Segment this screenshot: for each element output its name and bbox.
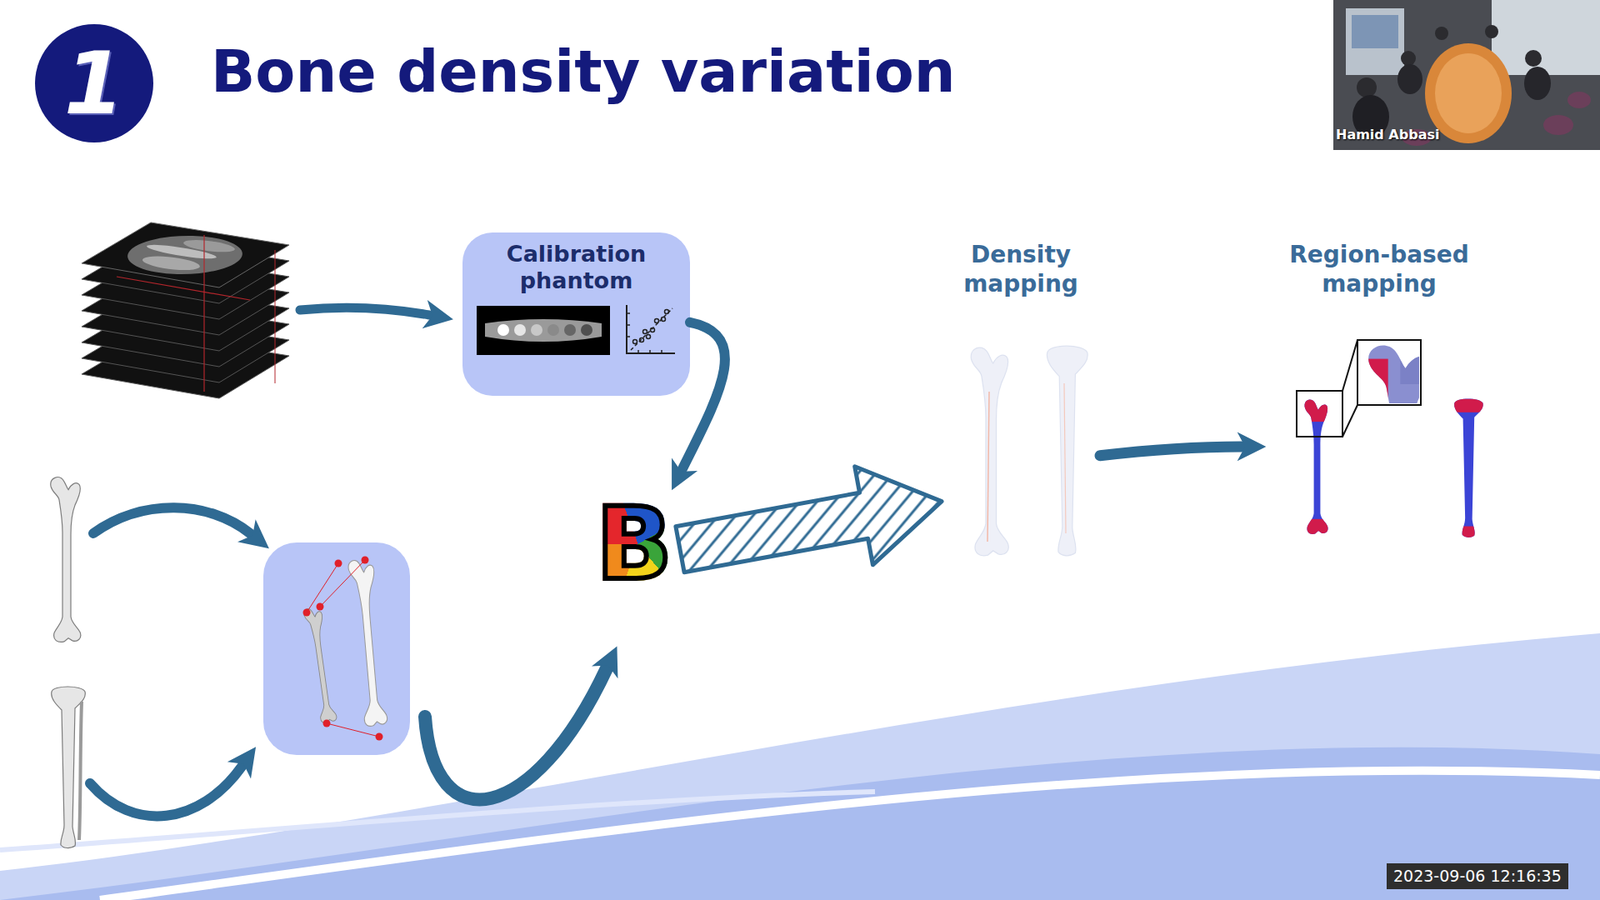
- step-badge: 1: [35, 24, 154, 143]
- timestamp: 2023-09-06 12:16:35: [1386, 863, 1569, 890]
- flow-arrow: [300, 307, 430, 315]
- flow-arrow: [93, 507, 250, 534]
- software-logo: B: [588, 487, 680, 601]
- flow-arrow: [425, 668, 607, 800]
- box-heading: Calibration phantom: [476, 240, 677, 295]
- calibration-box: Calibration phantom: [462, 232, 690, 396]
- result-panel: Density mapping: [941, 240, 1100, 567]
- step-number: 1: [64, 40, 125, 127]
- participant-name: Hamid Abbasi: [1335, 126, 1440, 143]
- panel-heading: Density mapping: [941, 240, 1100, 299]
- flow-arrow: [90, 766, 242, 816]
- slide-title: Bone density variation: [210, 36, 956, 107]
- hatched-arrow: [675, 466, 942, 573]
- flow-arrow: [1100, 446, 1242, 456]
- input-bones: [50, 477, 86, 849]
- flow-arrow: [682, 322, 725, 469]
- panel-heading: Region-based mapping: [1262, 240, 1496, 299]
- webcam-thumbnail: [1333, 0, 1600, 150]
- calibration-panel: [462, 232, 690, 396]
- result-panel: Region-based mapping: [1262, 240, 1496, 549]
- registration-panel: [263, 542, 410, 755]
- logo-letter: B: [595, 494, 672, 595]
- region-bones: [1296, 340, 1491, 650]
- background-wave: [0, 633, 1600, 900]
- ct-scan-stack: [81, 222, 290, 399]
- density-bones: [970, 345, 1088, 556]
